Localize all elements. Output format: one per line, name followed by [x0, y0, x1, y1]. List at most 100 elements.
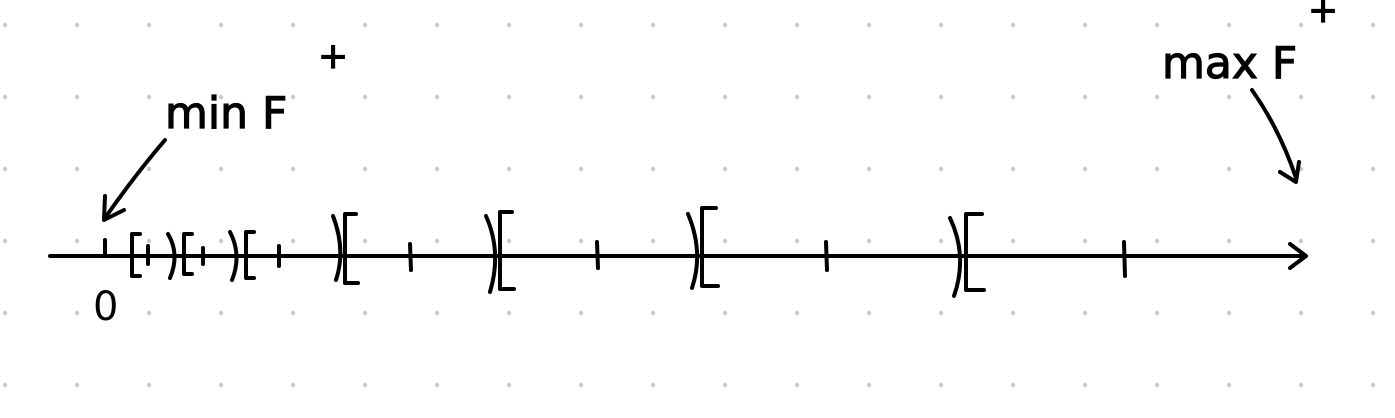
grid-dot — [146, 310, 152, 316]
grid-dot — [938, 382, 944, 388]
grid-dot — [290, 382, 296, 388]
grid-dot — [722, 22, 728, 28]
grid-dot — [1298, 382, 1304, 388]
open-bracket — [498, 210, 516, 291]
grid-dot — [506, 310, 512, 316]
grid-dot — [1298, 310, 1304, 316]
grid-dot — [722, 94, 728, 100]
grid-dot — [1298, 238, 1304, 244]
min-arrowhead — [102, 194, 126, 222]
grid-dot — [1082, 382, 1088, 388]
grid-dot — [578, 166, 584, 172]
grid-dot — [1010, 166, 1016, 172]
grid-dot — [218, 22, 224, 28]
grid-dot — [1154, 310, 1160, 316]
grid-dot — [650, 94, 656, 100]
close-paren — [686, 212, 700, 290]
grid-dot — [1226, 94, 1232, 100]
open-bracket — [964, 212, 986, 292]
grid-dot — [650, 382, 656, 388]
grid-dot — [362, 310, 368, 316]
grid-dot — [506, 94, 512, 100]
grid-dot — [146, 94, 152, 100]
grid-dot — [578, 310, 584, 316]
grid-dot — [1154, 166, 1160, 172]
grid-dot — [362, 382, 368, 388]
grid-dot — [1226, 310, 1232, 316]
close-paren — [228, 230, 239, 282]
grid-dot — [146, 22, 152, 28]
grid-dot — [362, 166, 368, 172]
grid-dot — [290, 166, 296, 172]
dot-grid-background — [2, 22, 1376, 388]
tick — [824, 240, 829, 272]
grid-dot — [938, 310, 944, 316]
grid-dot — [794, 94, 800, 100]
grid-dot — [722, 238, 728, 244]
origin-label: 0 — [93, 284, 118, 330]
grid-dot — [1154, 22, 1160, 28]
grid-dot — [578, 94, 584, 100]
grid-dot — [1082, 22, 1088, 28]
grid-dot — [650, 310, 656, 316]
grid-dot — [434, 310, 440, 316]
grid-dot — [2, 238, 8, 244]
grid-dot — [434, 238, 440, 244]
grid-dot — [866, 382, 872, 388]
grid-dot — [866, 310, 872, 316]
grid-dot — [2, 382, 8, 388]
grid-dot — [218, 310, 224, 316]
grid-dot — [1226, 166, 1232, 172]
grid-dot — [218, 238, 224, 244]
grid-dot — [1370, 310, 1376, 316]
grid-dot — [722, 166, 728, 172]
max-label: max F — [1162, 38, 1297, 89]
grid-dot — [1370, 166, 1376, 172]
grid-dot — [362, 22, 368, 28]
grid-dot — [1154, 382, 1160, 388]
grid-dot — [362, 94, 368, 100]
close-paren — [166, 232, 177, 280]
grid-dot — [866, 22, 872, 28]
tick-marks — [103, 238, 1127, 278]
close-paren — [484, 214, 498, 294]
grid-dot — [1010, 310, 1016, 316]
grid-dot — [146, 166, 152, 172]
tick — [595, 240, 600, 270]
grid-dot — [434, 382, 440, 388]
grid-dot — [1298, 94, 1304, 100]
open-bracket — [700, 206, 720, 288]
open-bracket — [244, 230, 256, 280]
grid-dot — [794, 310, 800, 316]
grid-dot — [218, 94, 224, 100]
grid-dot — [506, 22, 512, 28]
grid-dot — [578, 382, 584, 388]
grid-dot — [1370, 238, 1376, 244]
grid-dot — [506, 382, 512, 388]
grid-dot — [1082, 166, 1088, 172]
grid-dot — [362, 238, 368, 244]
axis-arrowhead — [1288, 242, 1308, 270]
grid-dot — [938, 238, 944, 244]
grid-dot — [938, 94, 944, 100]
grid-dot — [74, 310, 80, 316]
grid-dot — [2, 310, 8, 316]
grid-dot — [794, 238, 800, 244]
grid-dot — [74, 166, 80, 172]
grid-dot — [2, 94, 8, 100]
grid-dot — [1154, 94, 1160, 100]
grid-dot — [1082, 310, 1088, 316]
min-label: min F — [165, 88, 287, 139]
number-line-axis — [48, 242, 1308, 270]
grid-dot — [794, 22, 800, 28]
grid-dot — [146, 238, 152, 244]
grid-dot — [938, 166, 944, 172]
grid-dot — [290, 94, 296, 100]
grid-dot — [578, 22, 584, 28]
max-arrow — [1250, 88, 1298, 180]
grid-dot — [146, 382, 152, 388]
close-paren — [948, 216, 963, 298]
grid-dot — [218, 166, 224, 172]
grid-dot — [866, 166, 872, 172]
